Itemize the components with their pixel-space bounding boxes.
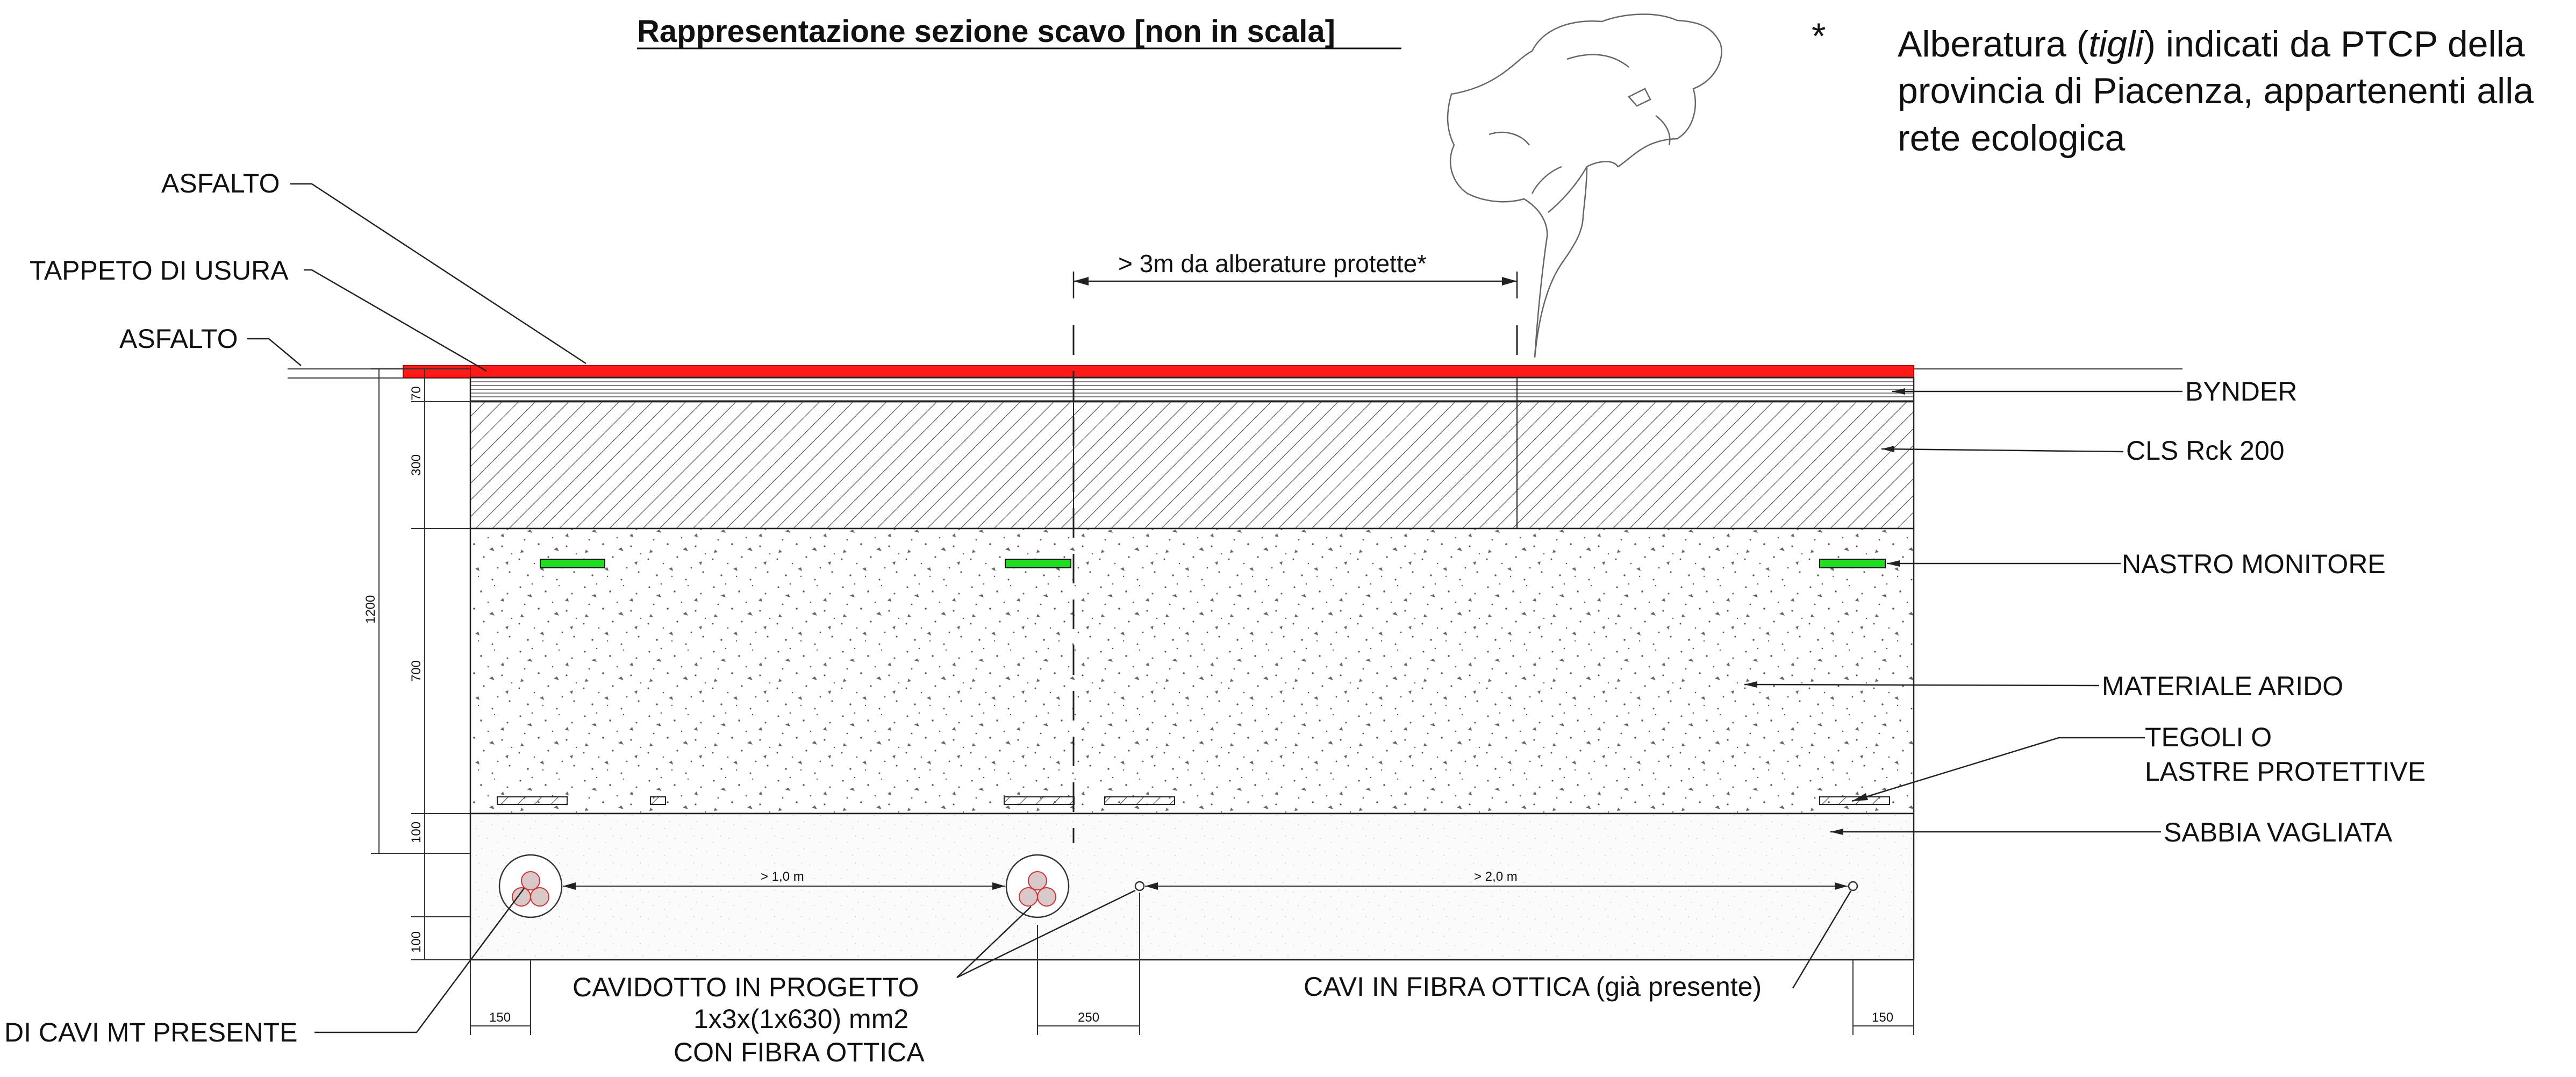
cls-layer (469, 401, 1915, 530)
label-fibra-ottica: CAVI IN FIBRA OTTICA (già presente) (1304, 972, 1762, 1002)
label-nastro-monitore: NASTRO MONITORE (2122, 549, 2386, 579)
label-cls: CLS Rck 200 (2126, 436, 2285, 466)
fiber-cable-left (1134, 881, 1145, 891)
leader-materiale (1744, 683, 2100, 687)
monitor-tape-right (1819, 559, 1886, 568)
leader-cavidotto-right (956, 889, 1136, 979)
leader-mt-cables (314, 888, 525, 1033)
leader-tegoli (1851, 737, 2145, 802)
label-tegoli-line-1: TEGOLI O (2145, 722, 2272, 752)
monitor-tape-center (1005, 559, 1071, 568)
bottom-dimensions (470, 893, 1914, 1035)
dim-150-right: 150 (1872, 1010, 1893, 1025)
label-asfalto-top: ASFALTO (161, 168, 280, 198)
dim-250: 250 (1078, 1010, 1099, 1025)
mt-cable-bundle-existing (498, 854, 563, 918)
label-tegoli-line-2: LASTRE PROTETTIVE (2145, 757, 2425, 787)
leader-tappeto-usura (304, 269, 487, 372)
note-line-1: Alberatura (tigli) indicati da PTCP dell… (1898, 24, 2525, 65)
protective-tile-2 (650, 796, 666, 805)
leader-asfalto-side (247, 338, 302, 366)
tree-distance-dimension (1072, 272, 1518, 298)
note-asterisk: * (1812, 16, 1826, 56)
label-cavidotto-line-3: CON FIBRA OTTICA (674, 1037, 925, 1067)
leader-asfalto-top (290, 183, 586, 365)
note-line-1-start: Alberatura ( (1898, 24, 2089, 65)
distance-1m-label: > 1,0 m (761, 869, 804, 884)
protective-tile-1 (497, 796, 568, 805)
distance-2m-dimension (1145, 882, 1848, 890)
leader-cls (1881, 448, 2124, 453)
dim-300: 300 (409, 454, 424, 476)
tree-icon (1447, 13, 1722, 358)
protective-tile-3 (1004, 796, 1075, 805)
label-mt-cables: DI CAVI MT PRESENTE (4, 1017, 297, 1047)
leader-tegoli-arrow (1852, 793, 1868, 801)
vertical-dimension-chain (371, 368, 471, 1035)
tappeto-usura-layer (470, 365, 1914, 378)
monitor-tape-left (540, 559, 605, 568)
leader-cls-arrow (1881, 446, 1894, 452)
note-line-3: rete ecologica (1898, 118, 2126, 159)
label-asfalto-side: ASFALTO (119, 324, 238, 354)
label-cavidotto-line-2: 1x3x(1x630) mm2 (693, 1004, 908, 1034)
label-bynder: BYNDER (2185, 376, 2297, 406)
distance-2m-label: > 2,0 m (1474, 869, 1518, 884)
leader-nastro-arrow (1887, 560, 1900, 567)
note-line-1-italic: tigli (2088, 24, 2144, 65)
dim-700: 700 (409, 660, 424, 682)
leader-sabbia-arrow (1830, 829, 1843, 835)
label-cavidotto-line-1: CAVIDOTTO IN PROGETTO (573, 972, 919, 1002)
note-line-1-end: ) indicati da PTCP della (2143, 24, 2525, 65)
leader-cavidotto-left (956, 906, 1032, 978)
bynder-layer (469, 376, 1915, 403)
dim-100-b: 100 (409, 931, 424, 953)
dim-70: 70 (409, 386, 424, 401)
cavidotto-cable-bundle-new (1005, 854, 1070, 918)
label-materiale-arido: MATERIALE ARIDO (2102, 671, 2343, 701)
asfalto-left-strip (403, 365, 471, 378)
dim-1200: 1200 (363, 595, 378, 624)
leader-materiale-arrow (1744, 681, 1757, 688)
label-sabbia-vagliata: SABBIA VAGLIATA (2164, 817, 2393, 847)
leader-fibra-ottica (1792, 890, 1852, 989)
protective-tile-4 (1104, 796, 1175, 805)
materiale-arido-layer (469, 527, 1915, 815)
tree-distance-label: > 3m da alberature protette* (1118, 249, 1427, 277)
label-tappeto-usura: TAPPETO DI USURA (30, 255, 289, 286)
drawing-title: Rappresentazione sezione scavo [non in s… (637, 14, 1335, 49)
fiber-cable-right (1848, 881, 1858, 891)
dim-100-a: 100 (409, 822, 424, 843)
dim-150-left: 150 (489, 1010, 511, 1025)
distance-1m-dimension (563, 882, 1005, 890)
note-line-2: provincia di Piacenza, appartenenti alla (1898, 70, 2534, 111)
leader-bynder-arrow (1892, 388, 1905, 395)
